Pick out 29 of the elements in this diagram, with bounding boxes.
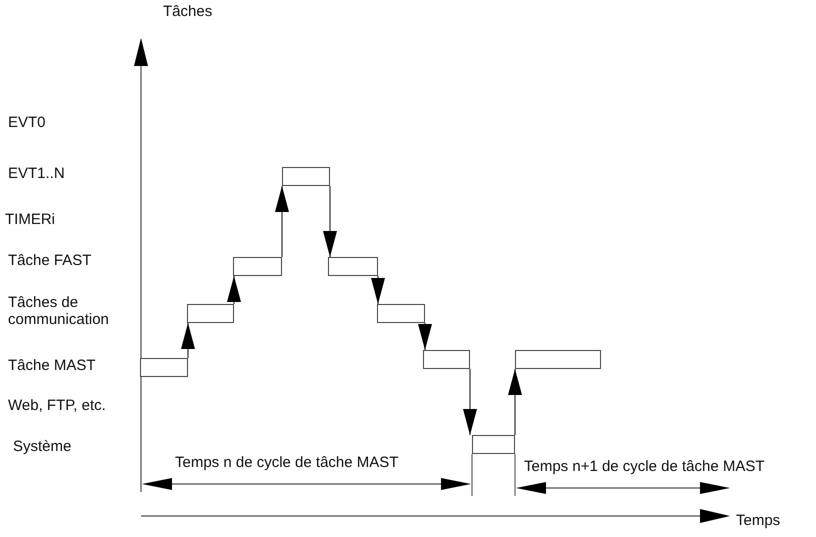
row-label: Tâches de communication: [8, 294, 110, 328]
row-label: EVT1..N: [8, 165, 65, 182]
row-label: Système: [13, 438, 72, 455]
task-bar: [328, 257, 378, 276]
arrow: [371, 276, 385, 304]
task-bar: [515, 350, 601, 369]
task-bar: [282, 167, 330, 186]
dimension-label: Temps n+1 de cycle de tâche MAST: [524, 458, 765, 475]
row-label: Tâche MAST: [8, 357, 96, 374]
axis-title: Temps: [736, 512, 780, 529]
arrow: [463, 369, 477, 435]
row-label: TIMERi: [5, 211, 55, 228]
axis-title: Tâches: [163, 3, 212, 20]
arrow: [418, 323, 432, 350]
task-bar: [233, 257, 282, 276]
task-bar: [472, 435, 515, 454]
arrow: [181, 323, 195, 358]
dimension-label: Temps n de cycle de tâche MAST: [175, 454, 398, 471]
row-label: Web, FTP, etc.: [8, 397, 106, 414]
row-label: Tâche FAST: [8, 252, 92, 269]
row-label: EVT0: [8, 114, 46, 131]
arrow: [508, 369, 522, 435]
task-bar: [377, 304, 425, 323]
task-bar: [187, 304, 234, 323]
task-bar: [140, 358, 188, 377]
arrow: [275, 186, 289, 257]
task-bar: [423, 350, 470, 369]
arrow: [227, 276, 241, 304]
arrow: [323, 186, 337, 257]
